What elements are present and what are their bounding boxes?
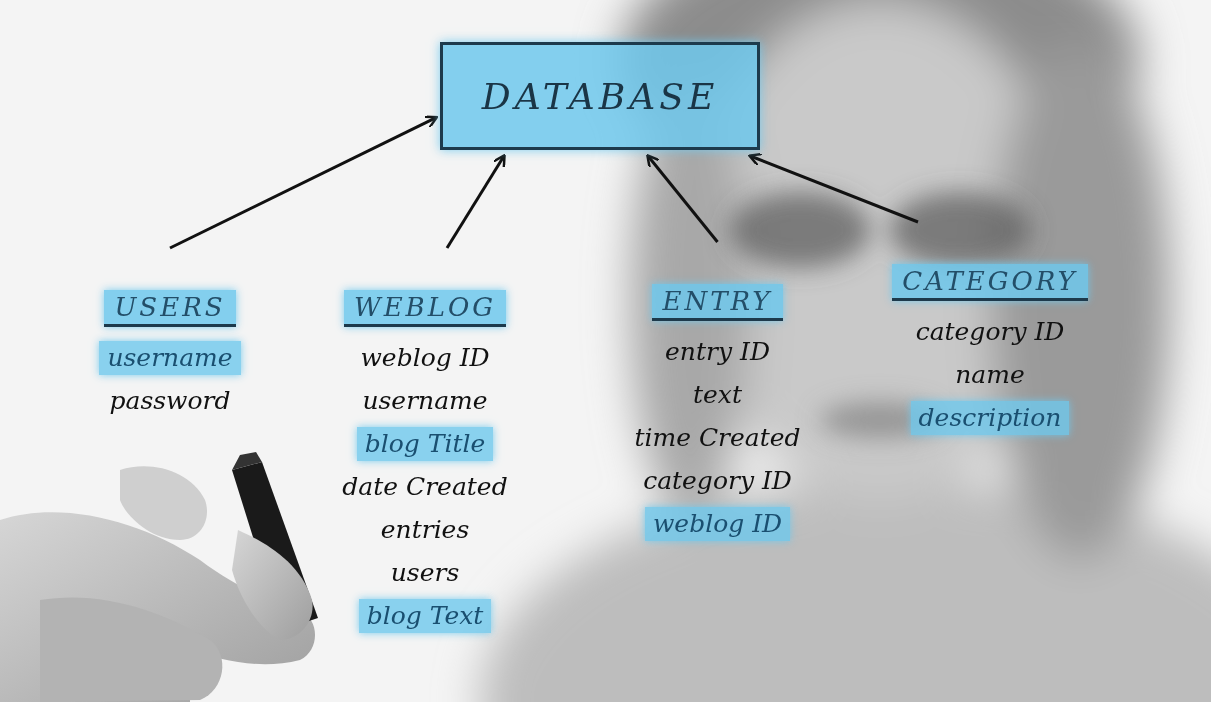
highlighted-field: blog Text [359, 599, 492, 633]
field-name: entries [373, 513, 478, 547]
field-name: password [102, 384, 239, 418]
field-name: weblog ID [352, 341, 497, 375]
table-column: ENTRY entry ID text time Created category ID… [605, 242, 830, 550]
table-heading: WEBLOG [344, 290, 506, 327]
arrow-connector [648, 156, 718, 242]
field-name: username [354, 384, 495, 418]
table-heading: CATEGORY [892, 264, 1088, 301]
database-label: DATABASE [482, 76, 718, 117]
field-name: time Created [626, 421, 808, 455]
field-name: name [947, 358, 1033, 392]
table-column: USERS username password [60, 248, 280, 427]
field-name: users [383, 556, 468, 590]
arrow-connector [750, 156, 918, 222]
table-column: WEBLOG weblog ID username blog Title date Cr… [315, 248, 535, 642]
highlighted-field: blog Title [357, 427, 494, 461]
field-name: category ID [635, 464, 800, 498]
table-heading: ENTRY [652, 284, 782, 321]
highlighted-field: username [99, 341, 240, 375]
arrow-connector [170, 118, 436, 248]
field-name: date Created [334, 470, 515, 504]
database-box: DATABASE [440, 42, 760, 150]
highlighted-field: description [911, 401, 1070, 435]
field-name: category ID [908, 315, 1073, 349]
arrow-connector [447, 156, 504, 248]
field-name: entry ID [657, 335, 778, 369]
field-name: text [685, 378, 750, 412]
table-column: CATEGORY category ID name description [870, 222, 1110, 444]
highlighted-field: weblog ID [645, 507, 790, 541]
table-heading: USERS [104, 290, 235, 327]
